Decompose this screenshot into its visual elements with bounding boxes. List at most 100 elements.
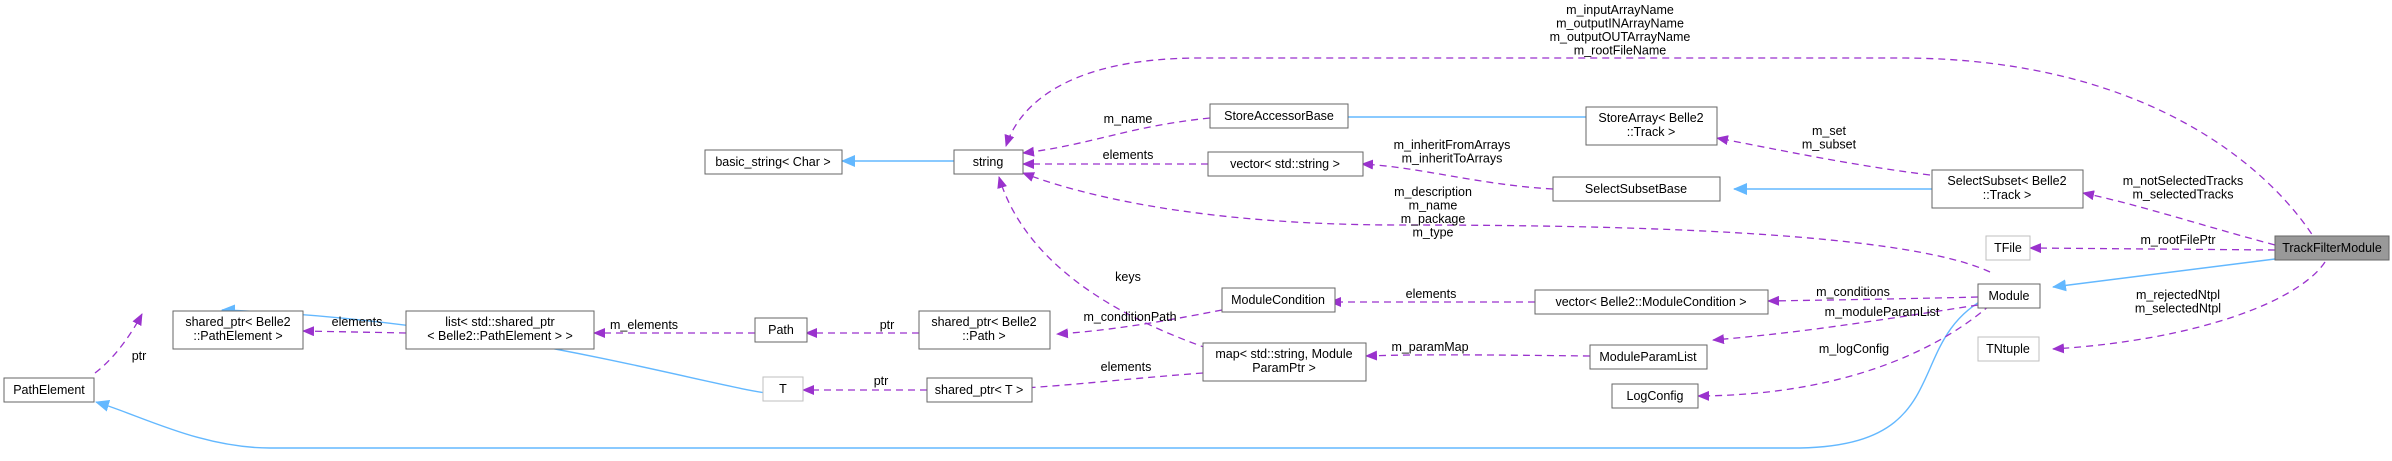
text-line: Module xyxy=(1989,289,2030,303)
node-vector-modulecondition[interactable]: vector< Belle2::ModuleCondition > xyxy=(1534,289,1769,315)
node-modulecondition[interactable]: ModuleCondition xyxy=(1221,287,1336,313)
use-sab-string xyxy=(1022,117,1211,157)
node-list-pathelement[interactable]: list< std::shared_ptr< Belle2::PathEleme… xyxy=(405,310,595,350)
node-basic-string[interactable]: basic_string< Char > xyxy=(704,149,843,175)
node-storearray[interactable]: StoreArray< Belle2::Track > xyxy=(1585,106,1718,146)
use-module-string xyxy=(1022,172,1991,273)
text-line: m_moduleParamList xyxy=(1825,305,1940,319)
use-tfm-string xyxy=(1004,57,2319,245)
svg-text:T: T xyxy=(779,382,787,396)
text-line: ::Path > xyxy=(962,329,1005,343)
text-line: StoreAccessorBase xyxy=(1224,109,1334,123)
svg-text:ModuleParamList: ModuleParamList xyxy=(1599,350,1697,364)
node-t[interactable]: T xyxy=(762,376,804,402)
text-line: ptr xyxy=(132,349,147,363)
text-line: string xyxy=(973,155,1004,169)
text-line: SelectSubsetBase xyxy=(1585,182,1687,196)
text-line: vector< Belle2::ModuleCondition > xyxy=(1555,295,1746,309)
text-line: m_outputINArrayName xyxy=(1556,17,1684,31)
edges xyxy=(94,57,2326,449)
text-line: m_notSelectedTracks xyxy=(2123,174,2243,188)
svg-text:TrackFilterModule: TrackFilterModule xyxy=(2282,241,2382,255)
label-spt-map: elements xyxy=(1101,360,1152,374)
text-line: m_conditionPath xyxy=(1083,310,1176,324)
text-line: shared_ptr< T > xyxy=(935,383,1024,397)
svg-text:basic_string< Char >: basic_string< Char > xyxy=(715,155,830,169)
use-sa-ss xyxy=(1716,135,1931,176)
text-line: ::Track > xyxy=(1627,125,1676,139)
node-shared-ptr-t[interactable]: shared_ptr< T > xyxy=(926,377,1033,403)
text-line: TrackFilterModule xyxy=(2282,241,2382,255)
label-spe-list: elements xyxy=(332,315,383,329)
text-line: m_elements xyxy=(610,318,678,332)
text-line: m_name xyxy=(1104,112,1153,126)
text-line: vector< std::string > xyxy=(1230,157,1340,171)
text-line: PathElement xyxy=(13,383,85,397)
node-storeaccessorbase[interactable]: StoreAccessorBase xyxy=(1209,103,1349,129)
node-shared-ptr-pathelement[interactable]: shared_ptr< Belle2::PathElement > xyxy=(172,310,304,350)
svg-text:SelectSubsetBase: SelectSubsetBase xyxy=(1585,182,1687,196)
node-tfile[interactable]: TFile xyxy=(1985,235,2031,261)
text-line: ParamPtr > xyxy=(1252,361,1316,375)
node-selectsubsetbase[interactable]: SelectSubsetBase xyxy=(1552,176,1721,202)
svg-text:TNtuple: TNtuple xyxy=(1986,342,2030,356)
node-selectsubset[interactable]: SelectSubset< Belle2::Track > xyxy=(1931,169,2084,209)
text-line: Path xyxy=(768,323,794,337)
text-line: m_rootFileName xyxy=(1574,44,1666,58)
label-t-spt: ptr xyxy=(874,374,889,388)
inherit-module-pathelement xyxy=(95,295,1991,449)
label-mpl-module: m_moduleParamList xyxy=(1825,305,1940,319)
label-list-path: m_elements xyxy=(610,318,678,332)
text-line: m_inheritFromArrays xyxy=(1394,138,1511,152)
label-vec-string: elements xyxy=(1103,148,1154,162)
text-line: m_set xyxy=(1812,124,1847,138)
svg-text:shared_ptr< Belle2::PathElemen: shared_ptr< Belle2::PathElement > xyxy=(185,315,290,343)
node-module[interactable]: Module xyxy=(1977,283,2041,309)
svg-text:vector< std::string >: vector< std::string > xyxy=(1230,157,1340,171)
use-tfile-tfm xyxy=(2029,243,2276,254)
text-line: ::Track > xyxy=(1983,188,2032,202)
text-line: ModuleCondition xyxy=(1231,293,1325,307)
text-line: < Belle2::PathElement > > xyxy=(427,329,573,343)
node-tntuple[interactable]: TNtuple xyxy=(1977,336,2040,362)
label-mc-vecmc: elements xyxy=(1406,287,1457,301)
node-string[interactable]: string xyxy=(953,149,1024,175)
text-line: ptr xyxy=(874,374,889,388)
label-pe-spe: ptr xyxy=(132,349,147,363)
text-line: StoreArray< Belle2 xyxy=(1598,111,1703,125)
use-mpl-module xyxy=(1712,304,1979,345)
inherit-path-pathelement xyxy=(221,304,776,395)
use-map-mpl xyxy=(1365,350,1591,361)
node-logconfig[interactable]: LogConfig xyxy=(1611,383,1699,409)
inherit-trackfiltermodule-module xyxy=(2052,258,2276,292)
label-lc-module: m_logConfig xyxy=(1819,342,1889,356)
svg-text:Module: Module xyxy=(1989,289,2030,303)
use-vecmc-module xyxy=(1767,295,1979,306)
text-line: T xyxy=(779,382,787,396)
text-line: keys xyxy=(1115,270,1141,284)
text-line: m_subset xyxy=(1802,138,1857,152)
use-lc-module xyxy=(1697,304,1991,401)
text-line: m_type xyxy=(1413,226,1454,240)
svg-text:shared_ptr< T >: shared_ptr< T > xyxy=(935,383,1024,397)
svg-text:StoreAccessorBase: StoreAccessorBase xyxy=(1224,109,1334,123)
node-moduleparamlist[interactable]: ModuleParamList xyxy=(1589,344,1708,370)
node-vector-string[interactable]: vector< std::string > xyxy=(1207,151,1364,177)
text-line: m_logConfig xyxy=(1819,342,1889,356)
label-path-spp: ptr xyxy=(880,318,895,332)
text-line: elements xyxy=(1406,287,1457,301)
nodes: TrackFilterModule string basic_string< C… xyxy=(3,103,2390,409)
node-shared-ptr-path[interactable]: shared_ptr< Belle2::Path > xyxy=(918,310,1051,350)
node-path[interactable]: Path xyxy=(754,317,808,343)
node-trackfiltermodule[interactable]: TrackFilterModule xyxy=(2274,235,2390,261)
text-line: ::PathElement > xyxy=(193,329,282,343)
text-line: m_conditions xyxy=(1816,285,1890,299)
text-line: m_description xyxy=(1394,185,1472,199)
use-ss-tfm xyxy=(2082,190,2276,246)
node-pathelement[interactable]: PathElement xyxy=(3,377,95,403)
text-line: list< std::shared_ptr xyxy=(445,315,554,329)
